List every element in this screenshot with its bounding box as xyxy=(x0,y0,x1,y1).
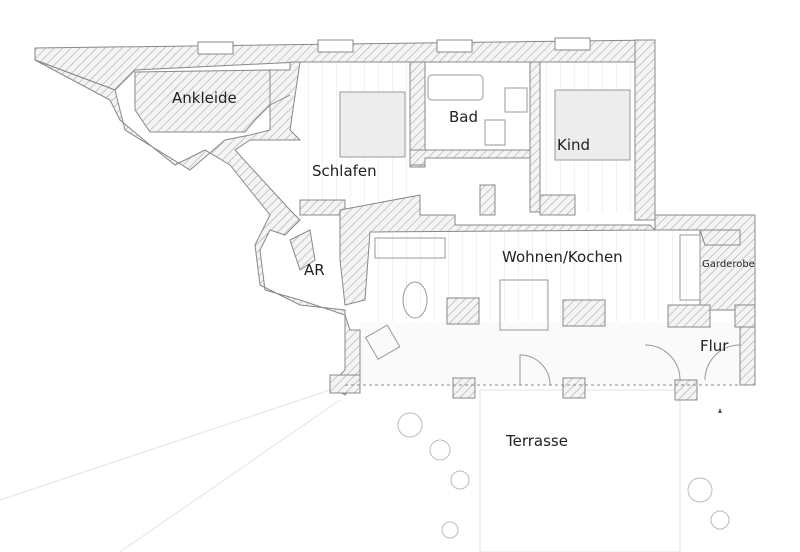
toilet xyxy=(484,119,506,146)
windows xyxy=(197,37,591,55)
room-label-schlafen: Schlafen xyxy=(312,162,377,180)
room-label-ankleide: Ankleide xyxy=(172,89,237,107)
fixtures xyxy=(269,74,741,386)
sofa xyxy=(374,237,446,259)
door-swing xyxy=(269,94,291,106)
bed xyxy=(339,91,406,158)
walls xyxy=(34,39,756,401)
kitchen-counter xyxy=(679,234,701,301)
room-label-wohnen-kochen: Wohnen/Kochen xyxy=(502,248,623,266)
room-label-ar: AR xyxy=(304,261,325,279)
room-label-kind: Kind xyxy=(557,136,591,154)
room-label-garderobe: Garderobe xyxy=(702,259,755,270)
site-lines xyxy=(0,389,681,552)
door-swing xyxy=(519,354,551,386)
door-swing xyxy=(644,344,681,381)
door-swing xyxy=(704,344,741,381)
dining-table xyxy=(499,279,549,331)
sink xyxy=(504,87,528,113)
kids-bed xyxy=(554,89,631,161)
room-label-bad: Bad xyxy=(449,108,479,126)
room-label-flur: Flur xyxy=(700,337,729,355)
north-arrow-icon xyxy=(718,408,722,413)
chair xyxy=(364,324,401,360)
bathtub xyxy=(427,74,484,101)
room-label-terrasse: Terrasse xyxy=(506,432,568,450)
tree-shapes xyxy=(397,412,730,539)
dining-table-oval xyxy=(402,281,428,319)
